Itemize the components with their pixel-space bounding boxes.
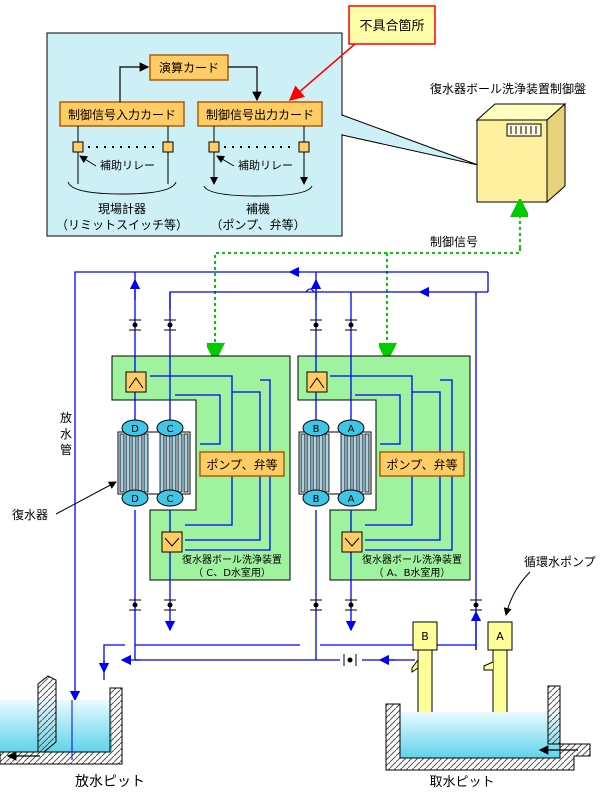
strainers: [125, 371, 363, 553]
waterbox-b-bottom: B: [313, 494, 320, 505]
waterbox-d-top: D: [131, 424, 139, 435]
control-cabinet: 復水器ボール洗浄装置制御盤: [430, 81, 586, 204]
condenser-callout: 復水器: [12, 481, 117, 522]
card-flow-lines: [119, 62, 262, 102]
defect-location-label: 不具合箇所: [359, 18, 424, 34]
control-signal-label: 制御信号: [430, 234, 478, 249]
output-card: 制御信号出力カード: [197, 101, 323, 127]
waterbox-b-top: B: [313, 424, 320, 435]
defect-callout: 不具合箇所: [288, 5, 436, 101]
waterbox-d-bottom: D: [131, 494, 139, 505]
unit-right-label-1: 復水器ボール洗浄装置: [362, 553, 462, 566]
waterbox-a-top: A: [348, 424, 355, 435]
control-signal-lines: [215, 207, 520, 353]
waterbox-a-bottom: A: [348, 494, 355, 505]
intake-pit-label: 取水ピット: [429, 775, 494, 790]
calc-card-label: 演算カード: [159, 60, 219, 75]
waterbox-c-top: C: [167, 424, 174, 435]
pump-valve-box-left: ポンプ、弁等: [199, 451, 285, 477]
discharge-pit-label: 放水ピット: [75, 774, 145, 790]
control-panel-label: 復水器ボール洗浄装置制御盤: [430, 81, 586, 96]
unit-right-label-2: （ A、B水室用）: [374, 566, 451, 579]
piping: [69, 266, 489, 702]
unit-left-label-1: 復水器ボール洗浄装置: [182, 553, 282, 566]
circ-pump-label: 循環水ポンプ: [524, 555, 596, 569]
calc-card: 演算カード: [149, 54, 229, 81]
waterbox-c-bottom: C: [167, 494, 174, 505]
field-instruments-label: 現場計器: [98, 201, 146, 216]
condenser-right: B A B A: [298, 419, 372, 507]
discharge-pipe-label-2: 水: [60, 427, 72, 441]
intake-pit: 取水ピット: [385, 685, 591, 790]
aux-relay-out-label: 補助リレー: [238, 158, 293, 172]
pump-b-label: B: [421, 630, 429, 643]
aux-machines-label: 補機: [246, 201, 270, 216]
output-card-label: 制御信号出力カード: [206, 107, 314, 122]
input-card-label: 制御信号入力カード: [68, 107, 176, 122]
unit-left-label-2: （ C、D水室用）: [193, 566, 271, 579]
discharge-pit: 放水ピット: [0, 675, 145, 790]
circ-pump-callout: 循環水ポンプ: [503, 555, 596, 616]
valves: [129, 319, 482, 666]
discharge-pipe-label-3: 管: [60, 442, 72, 457]
input-relay-row: 補助リレー 現場計器 （リミットスイッチ等）: [56, 126, 188, 232]
condenser-left: D C D C: [117, 419, 191, 507]
aux-machines-sub: （ポンプ、弁等）: [210, 217, 305, 232]
condenser-label: 復水器: [12, 507, 48, 522]
pump-a-label: A: [496, 630, 504, 643]
pump-valve-right-label: ポンプ、弁等: [386, 457, 457, 472]
field-instruments-sub: （リミットスイッチ等）: [56, 218, 188, 232]
output-relay-row: 補助リレー 補機 （ポンプ、弁等）: [203, 126, 313, 232]
input-card: 制御信号入力カード: [59, 101, 185, 127]
discharge-pipe-label-1: 放: [60, 410, 72, 425]
pump-valve-left-label: ポンプ、弁等: [206, 457, 277, 472]
pump-valve-box-right: ポンプ、弁等: [379, 451, 465, 477]
aux-relay-in-label: 補助リレー: [100, 158, 155, 172]
